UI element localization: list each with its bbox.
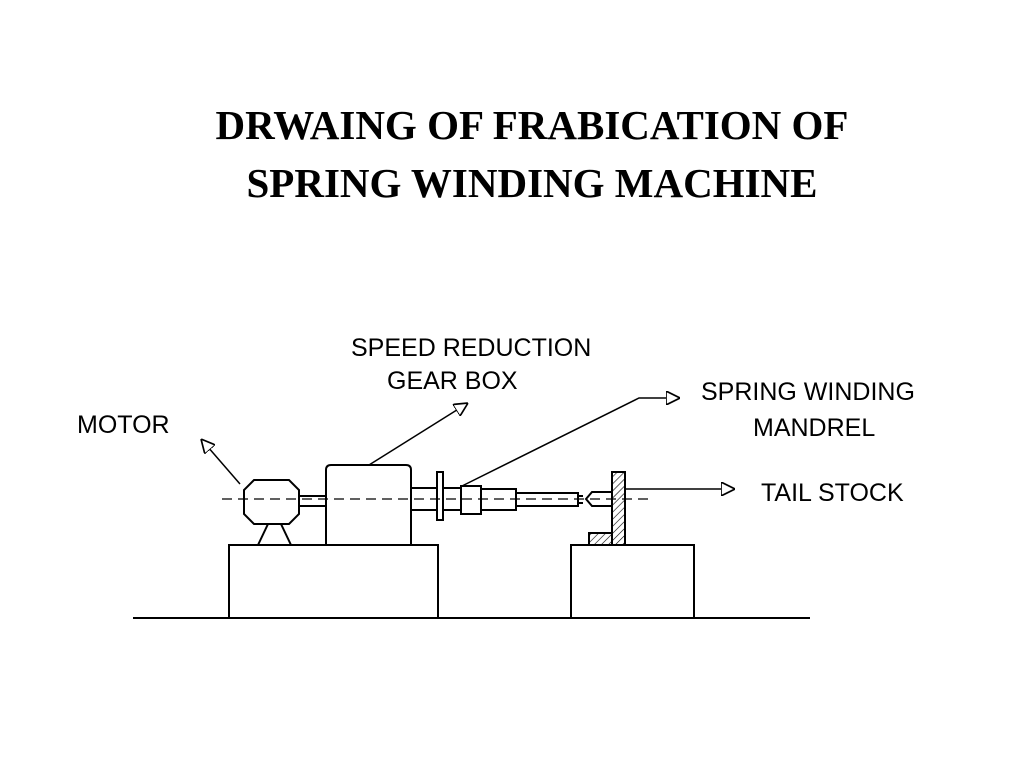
gearbox-arrow: [368, 403, 468, 466]
title-line-2: SPRING WINDING MACHINE: [246, 160, 818, 206]
mandrel-label-line-2: MANDREL: [753, 414, 875, 442]
motor-label: MOTOR: [77, 411, 170, 439]
gear-box: [325, 464, 412, 545]
right-base: [570, 544, 695, 619]
gearbox-label-line-1: SPEED REDUCTION: [351, 334, 591, 362]
title-line-1: DRWAING OF FRABICATION OF: [215, 102, 849, 148]
spring-winding-mandrel: [411, 471, 583, 521]
tailstock-label: TAIL STOCK: [761, 479, 904, 507]
motor-arrow: [201, 439, 241, 485]
mandrel-arrow: [461, 398, 680, 487]
motor: [243, 479, 326, 546]
mandrel-label-line-1: SPRING WINDING: [701, 378, 915, 406]
gearbox-label-line-2: GEAR BOX: [387, 367, 518, 395]
slide-title: DRWAING OF FRABICATION OF SPRING WINDING…: [0, 96, 1024, 212]
left-base: [228, 544, 439, 619]
tail-stock: [584, 471, 626, 546]
